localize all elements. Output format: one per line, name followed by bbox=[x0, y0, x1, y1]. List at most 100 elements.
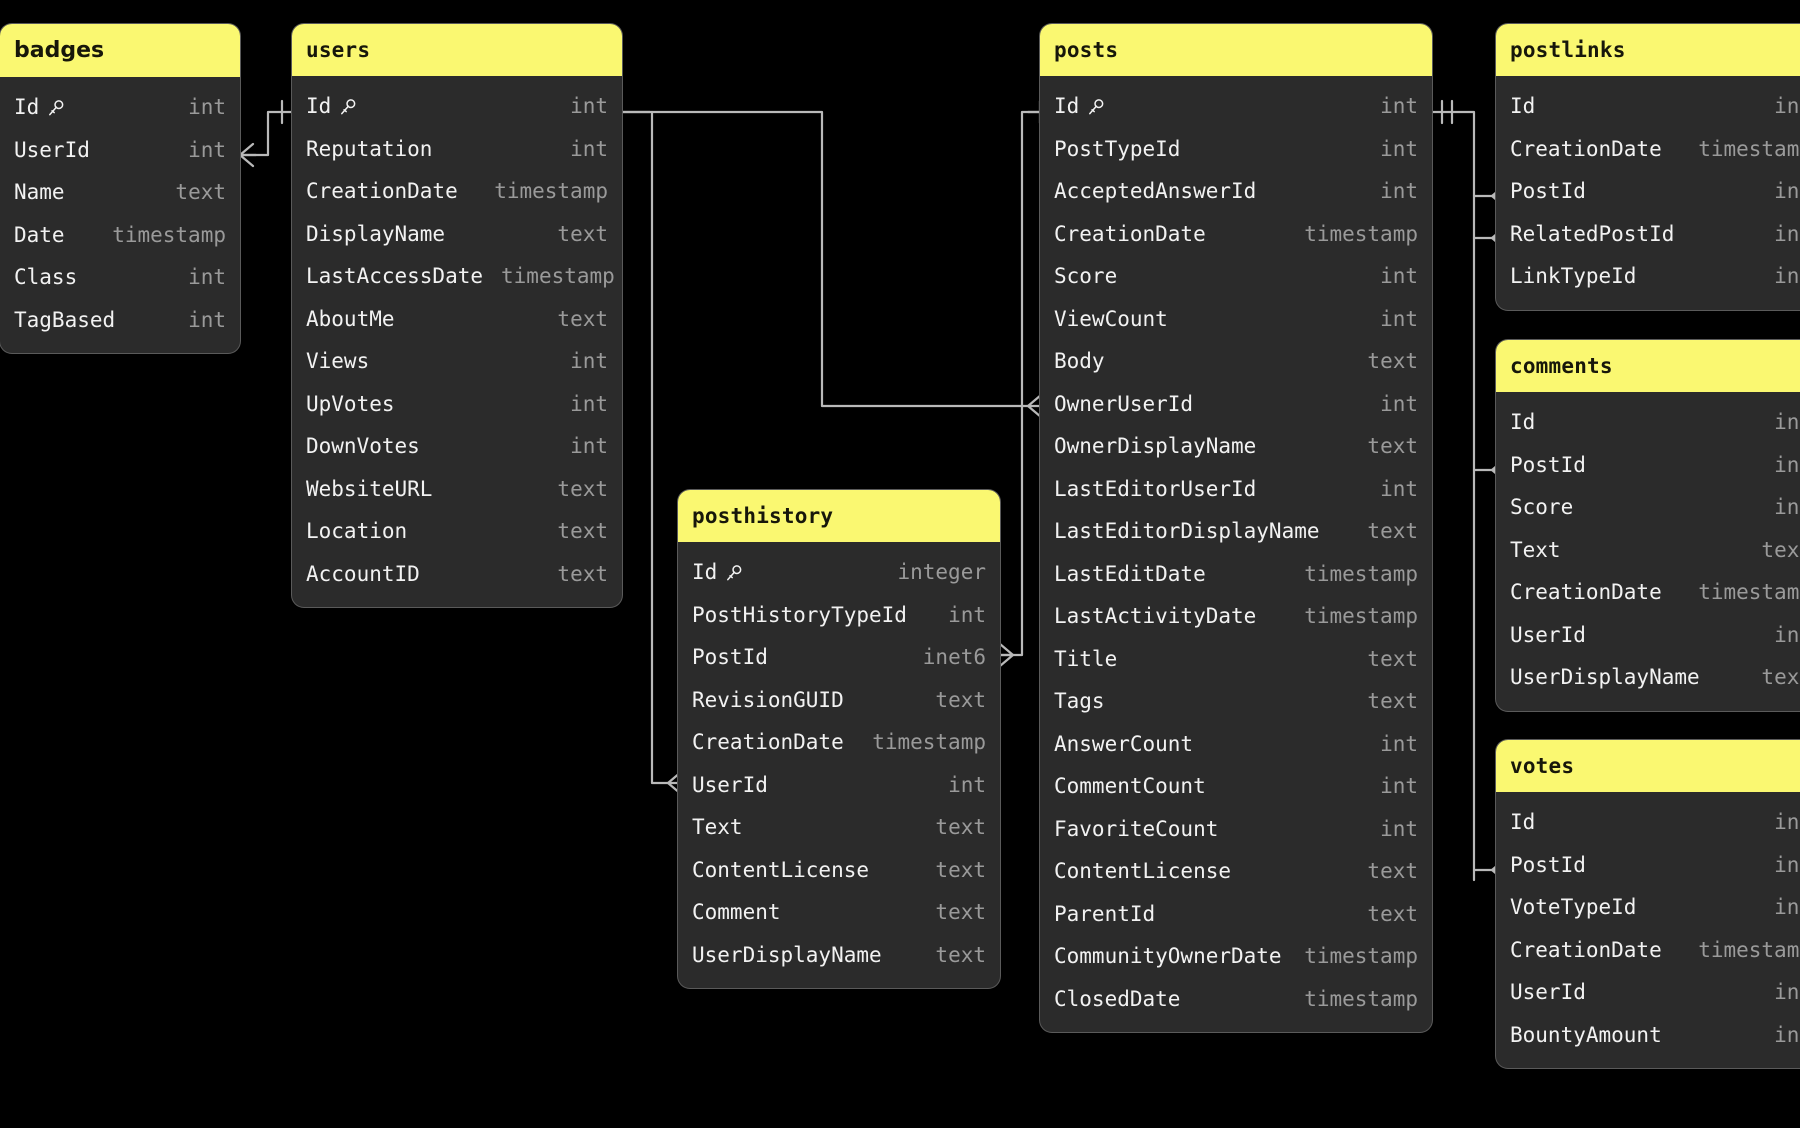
field-type: int bbox=[1774, 495, 1800, 520]
table-row[interactable]: Id int bbox=[1040, 85, 1432, 128]
field-type: text bbox=[557, 519, 608, 544]
table-row[interactable]: LinkTypeIdint bbox=[1496, 255, 1800, 298]
table-row[interactable]: BountyAmountint bbox=[1496, 1014, 1800, 1057]
table-row[interactable]: Id int bbox=[292, 85, 622, 128]
field-type: timestamp bbox=[872, 730, 986, 755]
table-row[interactable]: VoteTypeIdint bbox=[1496, 886, 1800, 929]
field-name: UserDisplayName bbox=[1510, 665, 1700, 690]
field-name: CreationDate bbox=[692, 730, 844, 755]
table-row[interactable]: RelatedPostIdint bbox=[1496, 213, 1800, 256]
field-type: int bbox=[1774, 221, 1800, 246]
field-type: text bbox=[557, 221, 608, 246]
table-row[interactable]: TagBased int bbox=[0, 299, 240, 342]
table-row[interactable]: Views int bbox=[292, 340, 622, 383]
table-title-posts: posts bbox=[1040, 24, 1432, 76]
field-type: timestamp bbox=[112, 222, 226, 247]
table-row[interactable]: Id int bbox=[0, 86, 240, 129]
field-name: Id bbox=[1510, 94, 1536, 119]
table-row[interactable]: Date timestamp bbox=[0, 214, 240, 257]
table-row[interactable]: UserId int bbox=[0, 129, 240, 172]
table-row[interactable]: Id integer bbox=[678, 551, 1000, 594]
field-name: Class bbox=[14, 265, 78, 290]
table-row[interactable]: PostIdint bbox=[1496, 444, 1800, 487]
field-type: int bbox=[1380, 136, 1418, 161]
table-row[interactable]: Class int bbox=[0, 256, 240, 299]
field-name: UpVotes bbox=[306, 391, 395, 416]
key-icon bbox=[724, 564, 743, 583]
rel-posthistory-posts bbox=[998, 110, 1042, 657]
table-row[interactable]: CreationDate timestamp bbox=[678, 721, 1000, 764]
field-name: UserId bbox=[1510, 980, 1586, 1005]
field-type: int bbox=[948, 772, 986, 797]
table-row[interactable]: PostIdint bbox=[1496, 844, 1800, 887]
field-type: timestamp bbox=[1304, 561, 1418, 586]
table-row[interactable]: LastEditDate timestamp bbox=[1040, 553, 1432, 596]
field-type: int bbox=[1380, 816, 1418, 841]
field-name: PostHistoryTypeId bbox=[692, 602, 907, 627]
table-card-badges[interactable]: badges Id int UserId int Name text Date … bbox=[0, 24, 240, 353]
field-name: Views bbox=[306, 349, 370, 374]
field-type: inet6 bbox=[922, 645, 986, 670]
field-name: CreationDate bbox=[1054, 221, 1206, 246]
table-row[interactable]: Name text bbox=[0, 171, 240, 214]
table-card-posthistory[interactable]: posthistory Id integer PostHistoryTypeId… bbox=[678, 490, 1000, 988]
field-name: LastEditDate bbox=[1054, 561, 1206, 586]
table-row[interactable]: PostIdint bbox=[1496, 170, 1800, 213]
field-type: int bbox=[570, 349, 608, 374]
